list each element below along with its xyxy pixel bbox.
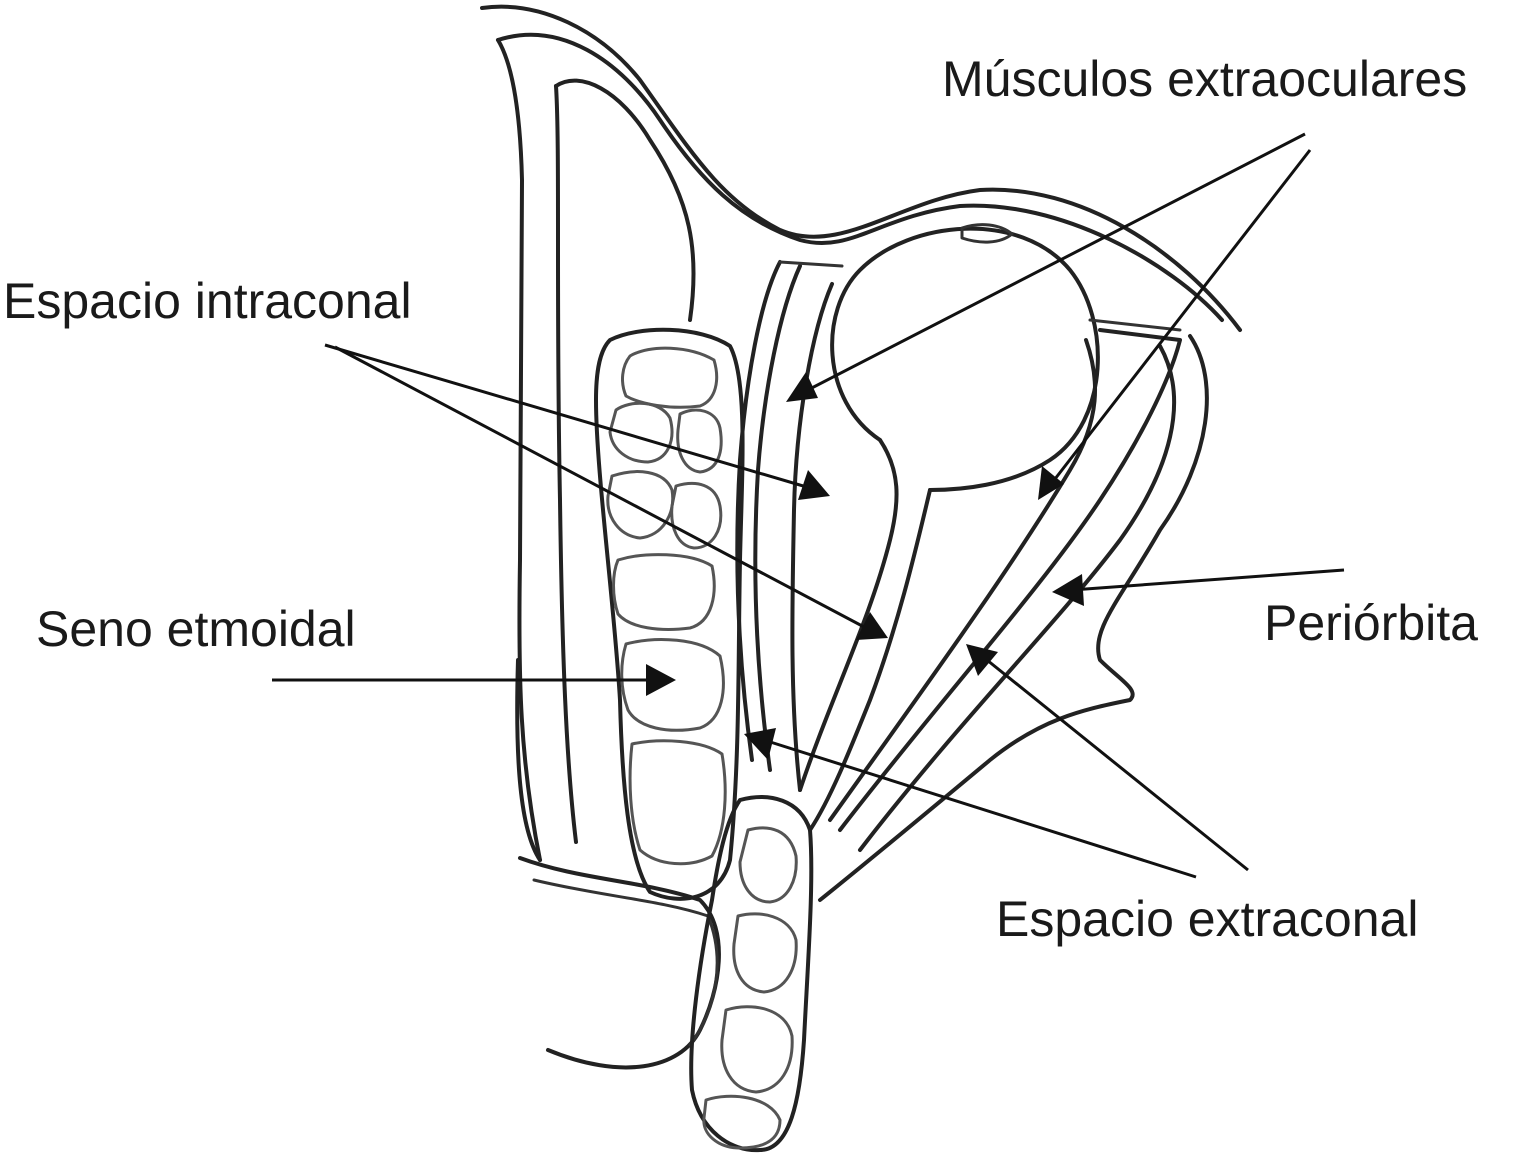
label-seno-etmoidal: Seno etmoidal [36, 601, 356, 657]
pointer-musculos-1 [786, 132, 1306, 402]
posterior-sinus [689, 795, 814, 1153]
medial-wall-bands [735, 260, 844, 792]
label-espacio-extraconal: Espacio extraconal [996, 891, 1419, 947]
pointer-periorbita [1052, 568, 1345, 606]
pointer-extraconal-2 [966, 644, 1249, 872]
pointer-extraconal-1 [744, 728, 1197, 879]
pointer-intraconal-2 [334, 345, 888, 640]
pointer-musculos-2 [1038, 149, 1312, 500]
label-espacio-intraconal: Espacio intraconal [3, 273, 412, 329]
pointer-intraconal-1 [324, 343, 830, 500]
pointer-seno [272, 664, 676, 696]
label-musculos-extraoculares: Músculos extraoculares [942, 51, 1468, 107]
label-periorbita: Periórbita [1264, 595, 1478, 651]
orbital-bone-outline [480, 4, 1242, 1070]
ethmoid-sinus [594, 327, 745, 901]
extraocular-muscles [818, 318, 1209, 902]
